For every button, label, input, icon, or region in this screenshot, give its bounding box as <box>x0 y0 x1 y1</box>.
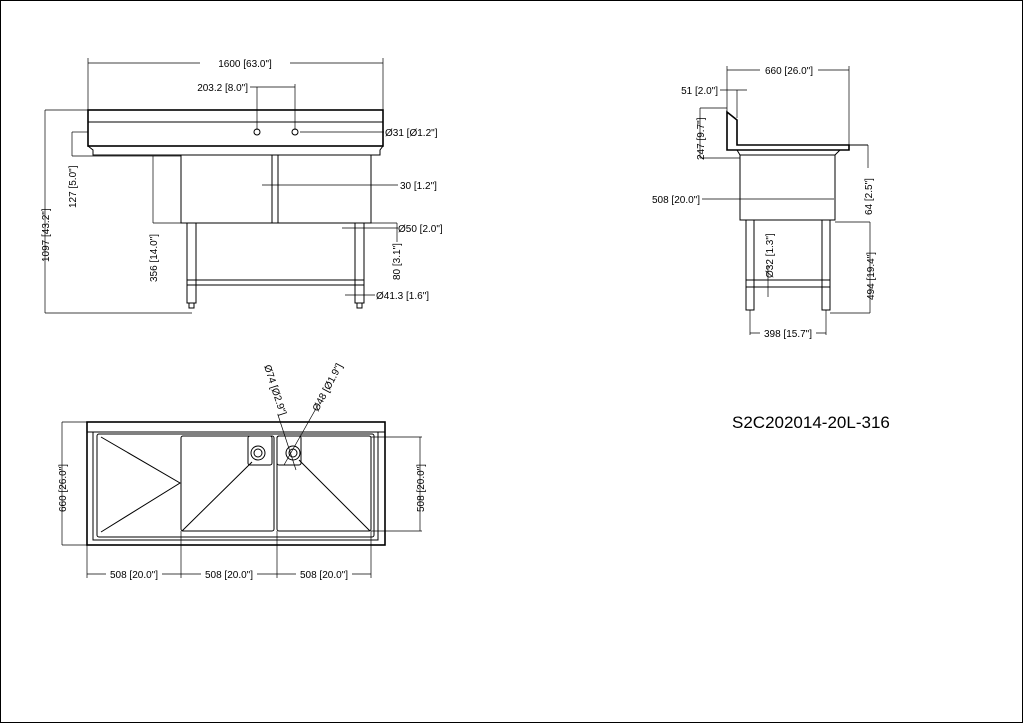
model-number: S2C202014-20L-316 <box>732 413 890 432</box>
dim-faucet-spacing: 203.2 [8.0"] <box>197 83 248 94</box>
dim-drain-outer: Ø74 [Ø2.9"] <box>261 364 288 418</box>
dim-overall-length: 1600 [63.0"] <box>218 59 272 70</box>
dim-bowl2-width: 508 [20.0"] <box>300 570 348 581</box>
dim-side-crossbar-diameter: Ø32 [1.3"] <box>765 233 776 278</box>
dim-divider-width: 30 [1.2"] <box>400 181 437 192</box>
dim-bowl-front-to-back: 508 [20.0"] <box>652 195 700 206</box>
dim-leg-diameter: Ø50 [2.0"] <box>398 224 443 235</box>
drain <box>250 445 266 461</box>
dim-overall-depth: 660 [26.0"] <box>765 66 813 77</box>
dim-crossbar-diameter: Ø41.3 [1.6"] <box>376 291 429 302</box>
dim-backsplash-thickness: 51 [2.0"] <box>681 86 718 97</box>
plan-view: Ø74 [Ø2.9"] Ø48 [Ø1.9"] 660 [26.0"] 508 … <box>58 362 427 581</box>
front-view: 1600 [63.0"] 203.2 [8.0"] Ø31 [Ø1.2"] 30… <box>41 56 443 314</box>
dim-faucet-hole: Ø31 [Ø1.2"] <box>385 128 438 139</box>
dim-rim-height: 64 [2.5"] <box>864 178 875 215</box>
dim-leg-height: 494 [19.4"] <box>866 252 877 300</box>
dim-bowl-depth: 356 [14.0"] <box>149 234 160 282</box>
dim-plan-bowl-depth: 508 [20.0"] <box>416 464 427 512</box>
dim-leg-spacing: 398 [15.7"] <box>764 329 812 340</box>
dim-drain-inner: Ø48 [Ø1.9"] <box>311 362 345 414</box>
side-view: 660 [26.0"] 51 [2.0"] 247 [9.7"] 508 [20… <box>652 63 877 340</box>
dim-foot-height: 80 [3.1"] <box>392 243 403 280</box>
dim-drainboard-width: 508 [20.0"] <box>110 570 158 581</box>
faucet-hole <box>253 128 261 136</box>
dim-plan-overall-depth: 660 [26.0"] <box>58 464 69 512</box>
dim-backsplash-height: 247 [9.7"] <box>696 117 707 160</box>
dim-backsplash-to-hole: 127 [5.0"] <box>68 165 79 208</box>
dim-bowl1-width: 508 [20.0"] <box>205 570 253 581</box>
dim-overall-height: 1097 [43.2"] <box>41 208 52 262</box>
faucet-hole <box>291 128 299 136</box>
